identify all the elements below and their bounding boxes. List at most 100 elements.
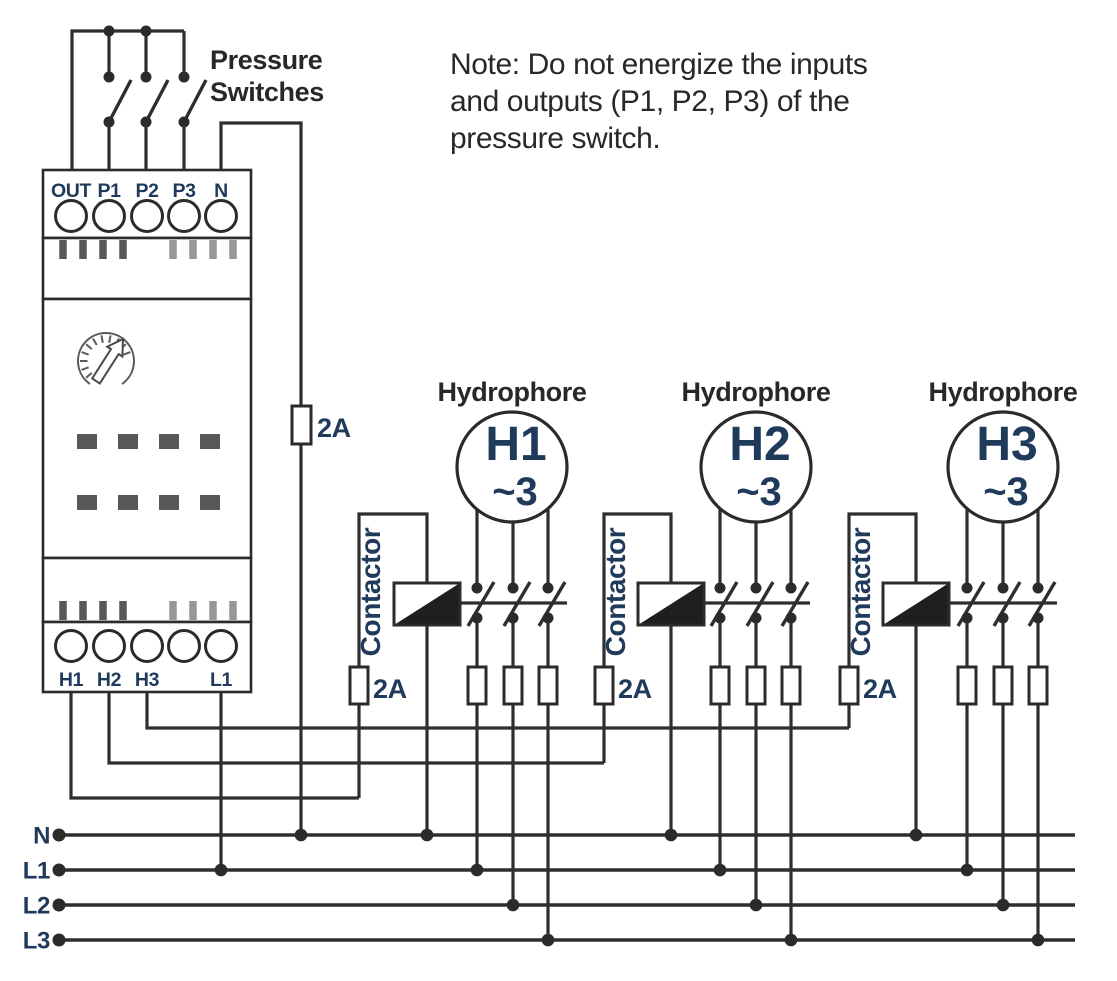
note-line: Note: Do not energize the inputs: [450, 48, 867, 81]
fuse-phase: [956, 665, 978, 706]
terminal-label-p2: P2: [135, 180, 159, 202]
junction-dot: [664, 828, 678, 842]
display-segment: [118, 495, 138, 510]
gauge-tick: [100, 335, 104, 343]
junction-dot: [294, 828, 308, 842]
gauge-arc: [77, 332, 135, 385]
pin-dark: [79, 240, 87, 259]
fuse-phase: [537, 665, 559, 706]
bus-label: L2: [23, 893, 50, 920]
fuse-2a-coil: [838, 665, 860, 706]
switch-blade: [144, 79, 170, 123]
switch-contact-dot: [178, 71, 190, 83]
junction-dot: [140, 25, 152, 37]
display-segments: [77, 434, 220, 510]
gauge-tick: [81, 366, 89, 371]
junction-dot: [506, 898, 520, 912]
h2-feed-wire: [107, 692, 604, 765]
hydrophore-circle: [455, 410, 569, 524]
pin-light: [209, 240, 217, 259]
contact-dot: [714, 582, 726, 594]
junction-dot: [470, 863, 484, 877]
bus-start-dot: [52, 863, 66, 877]
fuse-phase: [1027, 665, 1049, 706]
pin-light: [209, 601, 217, 620]
fuse-2a-main: [290, 404, 313, 446]
terminal-screw: [54, 629, 88, 663]
pin-dark: [99, 601, 107, 620]
device-body: [41, 297, 253, 560]
pin-dark: [99, 240, 107, 259]
contactor-label: Contactor: [355, 527, 386, 656]
terminal-label-p3: P3: [172, 180, 196, 202]
contact-dot: [750, 582, 762, 594]
display-segment: [159, 495, 179, 510]
contact-dot: [714, 612, 726, 624]
note-line: and outputs (P1, P2, P3) of the: [450, 85, 850, 118]
contact-dot: [1032, 612, 1044, 624]
switch-contact-dot: [140, 71, 152, 83]
contact-dot: [997, 582, 1009, 594]
switch-blade: [182, 79, 208, 123]
bus-label: L1: [23, 858, 50, 885]
pin-light: [229, 240, 237, 259]
bus-start-dot: [52, 898, 66, 912]
coil-supply-wire: [602, 512, 673, 763]
bus-start-dot: [52, 828, 66, 842]
terminal-label-h2: H2: [97, 669, 122, 691]
junction-dot: [996, 898, 1010, 912]
switch-blade: [107, 79, 133, 123]
contactor-coil-fill: [394, 583, 460, 625]
terminal-screw: [92, 629, 126, 663]
terminal-screw: [167, 199, 201, 233]
display-segment: [200, 434, 220, 449]
hydrophore-phase: ~3: [736, 470, 782, 514]
fuse-label: 2A: [863, 674, 897, 704]
gauge-tick: [85, 343, 93, 350]
hydrophore-label: Hydrophore: [437, 377, 586, 407]
terminal-label-n: N: [214, 180, 228, 202]
pump-units: HydrophoreH1~32AContactorHydrophoreH2~32…: [348, 377, 1078, 940]
note-line: pressure switch.: [450, 122, 660, 155]
contact-dot: [471, 582, 483, 594]
gauge-tick: [81, 351, 89, 356]
fuse-phase: [502, 665, 524, 706]
pressure-switches-label: Switches: [210, 77, 324, 107]
bus-label: N: [33, 823, 50, 850]
pin-dark: [59, 240, 67, 259]
terminal-screw: [54, 199, 88, 233]
fuse-2a-coil: [348, 665, 370, 706]
junction-dot: [713, 863, 727, 877]
device-bottom-connector: [41, 556, 253, 624]
h1-feed-wire: [69, 692, 359, 800]
pin-light: [229, 601, 237, 620]
device-top-connector: [41, 236, 253, 301]
fuse-phase: [745, 665, 767, 706]
contact-dot: [997, 612, 1009, 624]
connector-pins: [59, 240, 237, 620]
terminal-label-p1: P1: [97, 180, 121, 202]
gauge-needle-arrow: [90, 337, 125, 385]
terminal-screw: [130, 199, 164, 233]
contact-dot: [507, 582, 519, 594]
contact-dot: [471, 612, 483, 624]
fuse-phase: [466, 665, 488, 706]
gauge-tick: [108, 335, 112, 343]
contact-dot: [542, 582, 554, 594]
coil-supply-wire: [847, 512, 918, 728]
pressure-switch-device: OUT P1 P2 P3 N H1 H2 H3 L1: [41, 168, 253, 694]
pin-dark: [79, 601, 87, 620]
contact-dot: [961, 582, 973, 594]
note-text: Note: Do not energize the inputs and out…: [450, 48, 868, 155]
contact-dot: [785, 582, 797, 594]
terminal-screw: [92, 199, 126, 233]
bus-start-dot: [52, 933, 66, 947]
pin-dark: [119, 601, 127, 620]
fuse-phase: [709, 665, 731, 706]
